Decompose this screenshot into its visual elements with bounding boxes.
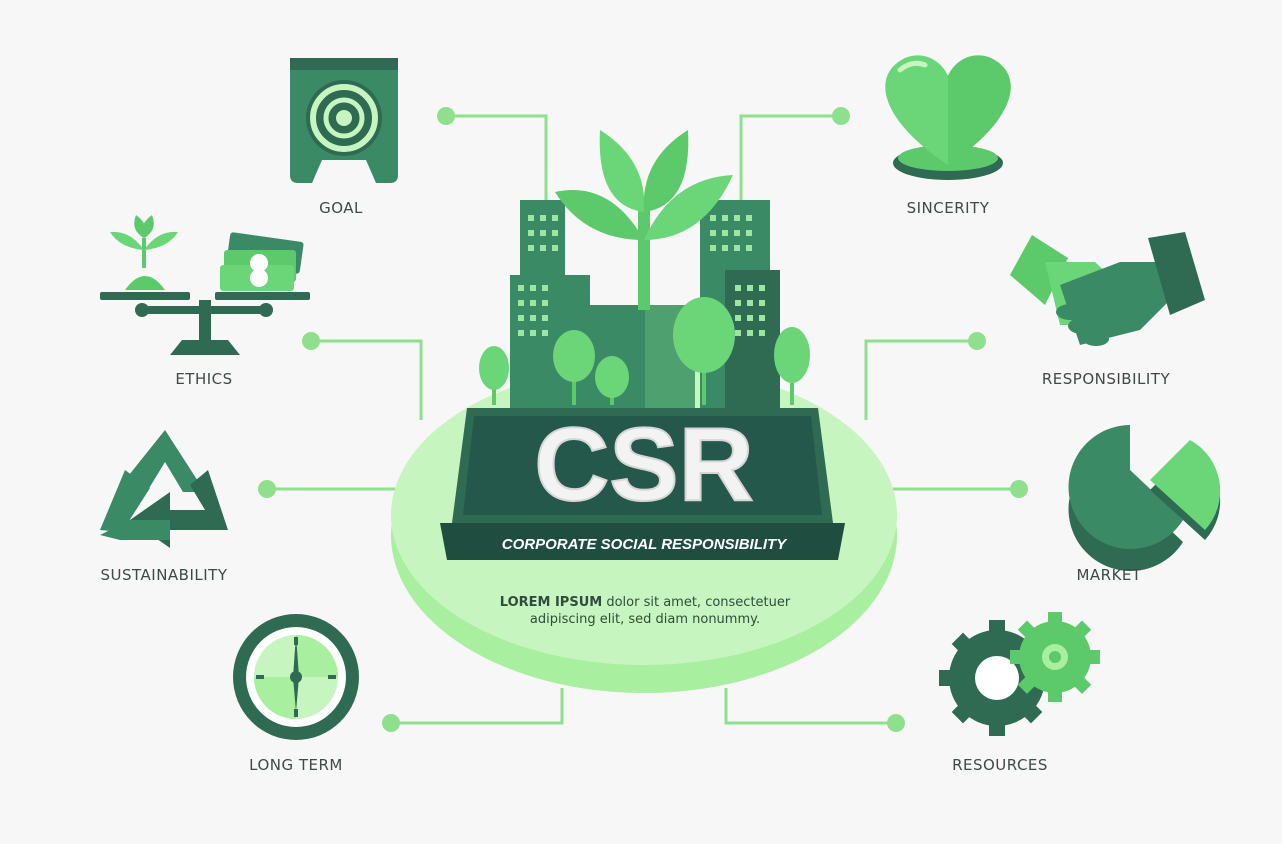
connector-resources [724,688,896,725]
csr-title: CSR [534,407,754,523]
clock-icon [233,614,359,740]
pie-chart-icon [1068,425,1221,571]
connector-dot [832,107,850,125]
connector-dot [968,332,986,350]
connector-dot [1010,480,1028,498]
label-long-term: LONG TERM [249,756,343,774]
label-resources: RESOURCES [952,756,1048,774]
connector-dot [302,332,320,350]
connector-lines [267,114,1019,725]
connector-sincerity [739,114,841,205]
heart-icon [885,55,1011,180]
csr-subtitle: CORPORATE SOCIAL RESPONSIBILITY [502,536,788,553]
connector-dot [382,714,400,732]
csr-description: LOREM IPSUM dolor sit amet, consectetuer… [440,594,850,628]
connector-ethics [311,339,423,420]
connector-dot [437,107,455,125]
connector-dot [258,480,276,498]
connector-goal [446,114,548,205]
label-sustainability: SUSTAINABILITY [100,566,228,584]
trees-illustration [479,297,810,405]
label-responsibility: RESPONSIBILITY [1041,370,1171,388]
description-bold: LOREM IPSUM [499,595,603,610]
connector-dots [258,107,1028,732]
connector-long-term [391,688,564,725]
balance-scale-icon [100,215,310,355]
plant-illustration [555,130,733,310]
label-goal: GOAL [319,199,363,217]
handshake-icon [1010,232,1205,346]
csr-sign [440,408,845,560]
gears-icon [939,612,1100,736]
description-line1: dolor sit amet, consectetuer [602,595,791,610]
label-market: MARKET [1076,566,1142,584]
label-ethics: ETHICS [175,370,233,388]
connector-dot [887,714,905,732]
label-sincerity: SINCERITY [906,199,990,217]
recycle-icon [100,430,228,548]
connector-responsibility [864,339,977,420]
target-icon [290,58,398,183]
description-line2: adipiscing elit, sed diam nonummy. [529,612,761,627]
